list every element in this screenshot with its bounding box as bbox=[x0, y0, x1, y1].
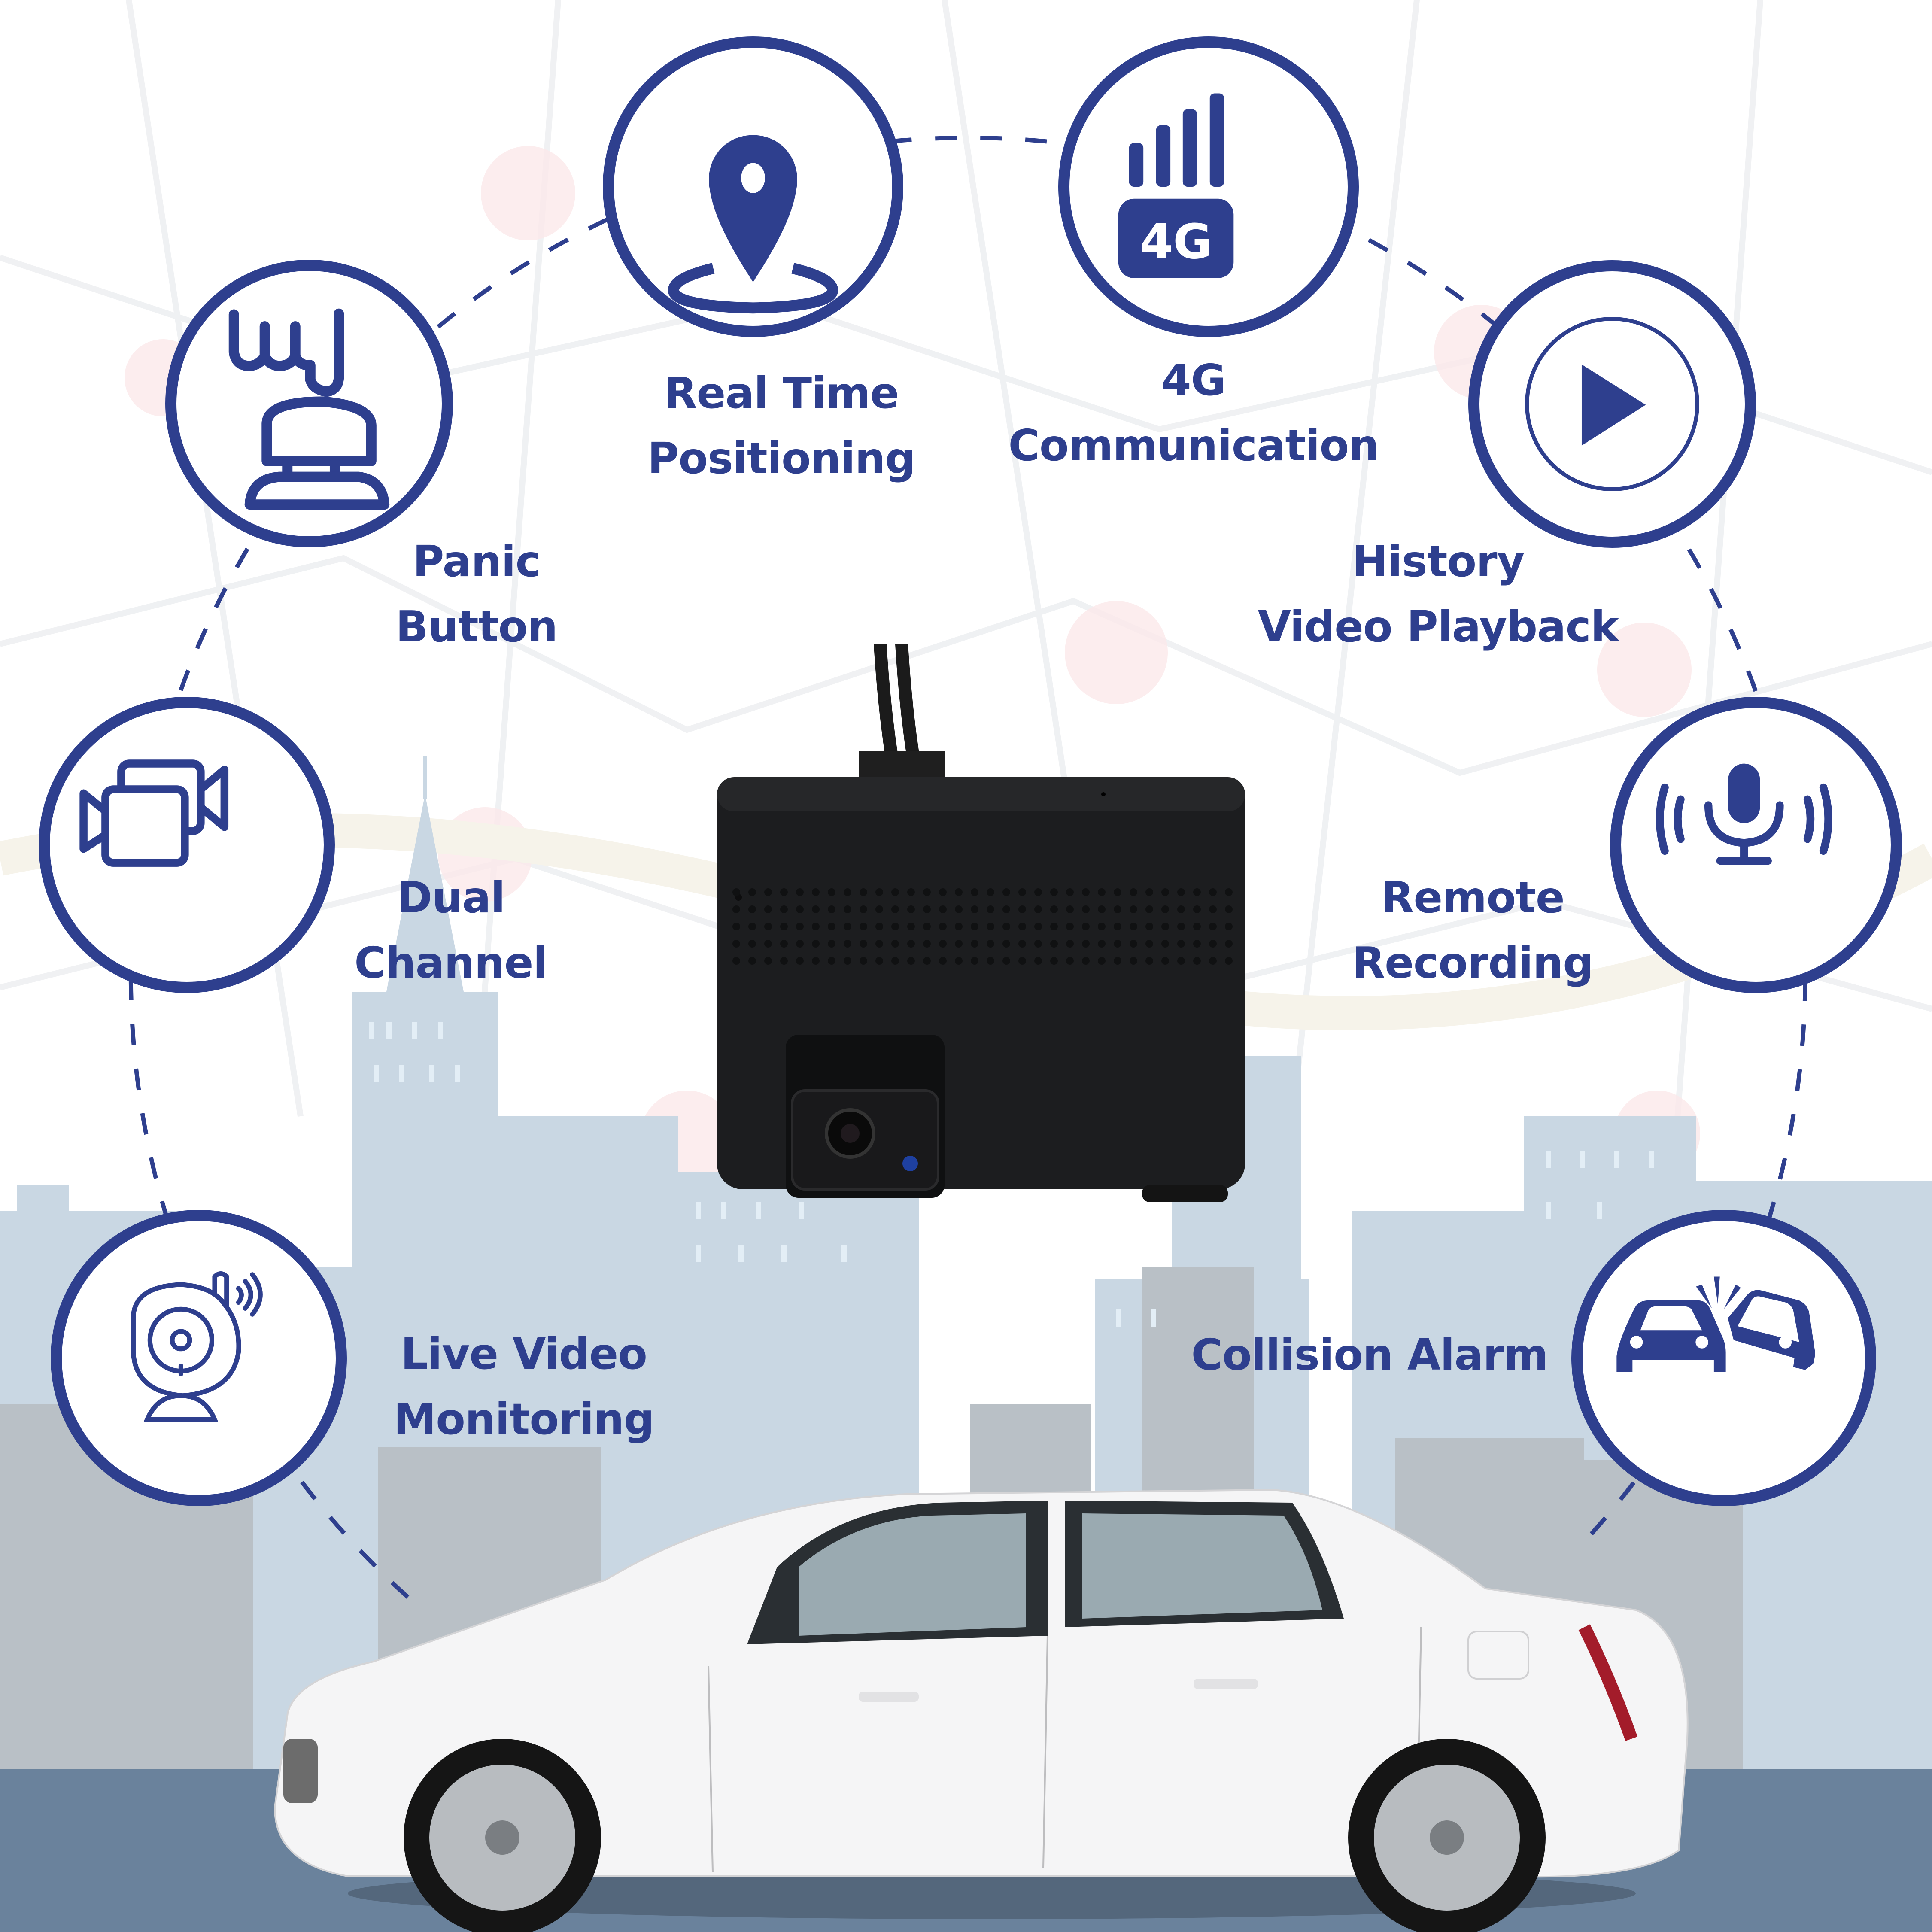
play-icon bbox=[1468, 260, 1756, 548]
car-collision-icon bbox=[1571, 1210, 1876, 1506]
microphone-icon bbox=[1610, 697, 1902, 993]
feature-label-line2: Button bbox=[395, 601, 558, 652]
feature-label-line2: Video Playback bbox=[1258, 601, 1619, 652]
feature-label-line2: Positioning bbox=[647, 433, 916, 483]
webcam-icon bbox=[51, 1210, 347, 1506]
feature-label-line2: Channel bbox=[354, 938, 548, 988]
feature-label-line2: Monitoring bbox=[393, 1394, 655, 1444]
rear-wheel bbox=[1348, 1739, 1546, 1932]
feature-label-line1: Panic bbox=[413, 536, 541, 586]
location-pin-icon bbox=[603, 36, 903, 337]
feature-label-line1: Dual bbox=[397, 872, 505, 923]
feature-label-line2: Recording bbox=[1352, 938, 1594, 988]
feature-label-line1: Real Time bbox=[664, 368, 899, 418]
dashcam-device bbox=[717, 644, 1245, 1202]
front-wheel bbox=[404, 1739, 601, 1932]
feature-label-line1: Collision Alarm bbox=[1191, 1330, 1548, 1380]
feature-label-line1: History bbox=[1352, 536, 1525, 586]
white-sedan bbox=[273, 1488, 1689, 1932]
feature-label-line1: Remote bbox=[1381, 872, 1564, 923]
panic-button-icon bbox=[165, 260, 453, 547]
feature-label-line2: Communication bbox=[1008, 420, 1379, 471]
feature-label-line1: Live Video bbox=[401, 1329, 647, 1379]
feature-label-line1: 4G bbox=[1161, 355, 1226, 405]
4g-icon-text: 4G bbox=[1140, 215, 1212, 270]
dual-camera-icon bbox=[39, 697, 335, 993]
4g-signal-icon: 4G bbox=[1058, 36, 1359, 337]
